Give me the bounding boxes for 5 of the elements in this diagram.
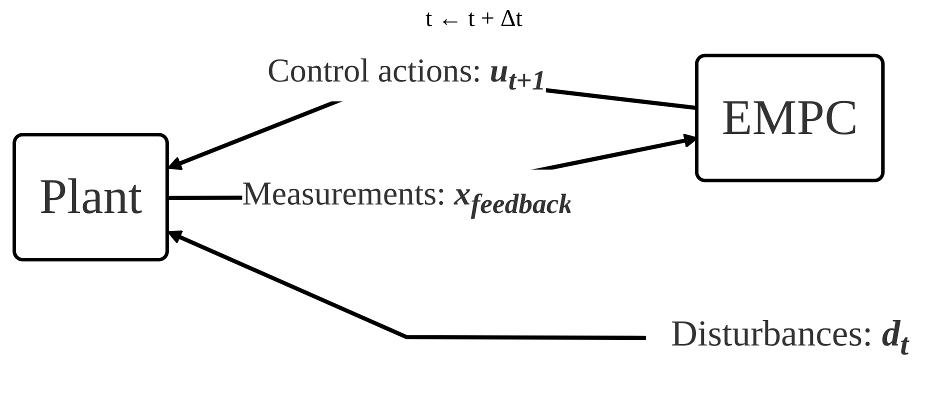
node-text: Disturbances: d$_{t}$ — [671, 312, 909, 362]
update-note: t ← t + Δt — [426, 6, 522, 32]
edge-label: Measurements: x$_{feedback}$ — [242, 176, 572, 220]
arrow — [167, 230, 647, 340]
edge-label: Control actions: u$_{t+1}$ — [268, 53, 546, 96]
